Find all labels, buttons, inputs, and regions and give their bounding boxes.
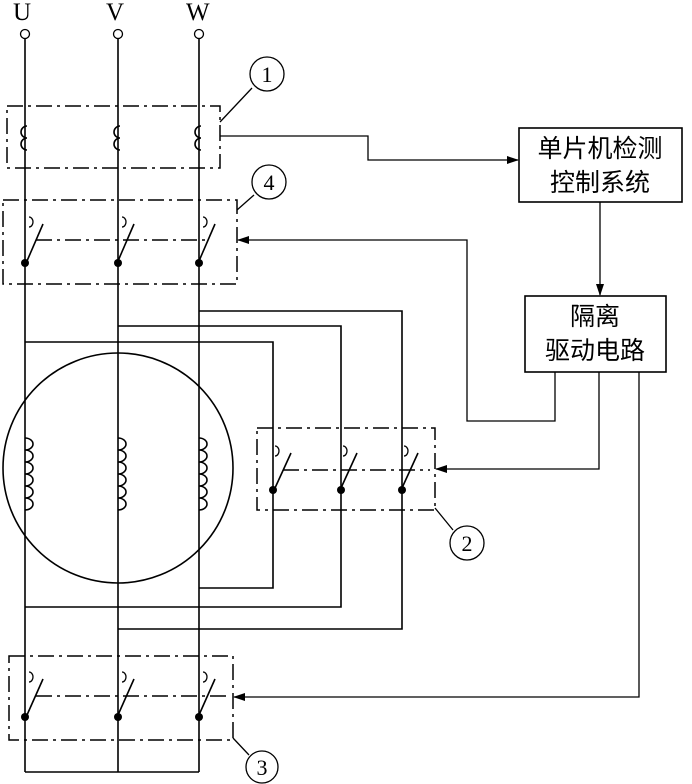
mcu-control-box: 单片机检测 控制系统 (518, 127, 683, 203)
callout-1-label: 1 (262, 62, 273, 87)
phase-lines (24, 39, 200, 773)
phase-label-u: U (13, 0, 31, 26)
phase-label-w: W (186, 0, 210, 26)
callout-3-label: 3 (257, 755, 268, 780)
driver-label-line2: 驱动电路 (545, 336, 645, 365)
mcu-label-line2: 控制系统 (550, 168, 650, 197)
ct-coil-w (194, 125, 202, 151)
ct-coil-u (20, 125, 28, 151)
signal-lines (220, 135, 640, 701)
winding-w (198, 437, 208, 511)
isolation-driver-box: 隔离 驱动电路 (524, 295, 667, 373)
mcu-label-line1: 单片机检测 (537, 134, 662, 163)
callout-1 (249, 56, 285, 92)
winding-u (24, 437, 34, 511)
contactor-4-box: 4 (2, 164, 287, 285)
star-delta-wiring (25, 310, 403, 630)
callout-2 (449, 525, 485, 561)
contactor-3-box: 3 (8, 655, 279, 784)
driver-label-line1: 隔离 (570, 302, 620, 331)
callout-4 (251, 164, 287, 200)
current-sensor-box: 1 (6, 56, 285, 169)
phase-terminals: U V W (13, 0, 210, 40)
terminal-u (19, 28, 31, 40)
winding-v (117, 437, 127, 511)
callout-4-label: 4 (264, 170, 275, 195)
terminal-v (112, 28, 124, 40)
callout-3 (245, 750, 279, 784)
motor-circle (2, 352, 234, 584)
motor (2, 352, 234, 584)
contactor-2-box: 2 (256, 427, 485, 561)
callout-2-label: 2 (462, 531, 473, 556)
terminal-w (193, 28, 205, 40)
phase-label-v: V (106, 0, 124, 26)
ct-coil-v (113, 125, 121, 151)
